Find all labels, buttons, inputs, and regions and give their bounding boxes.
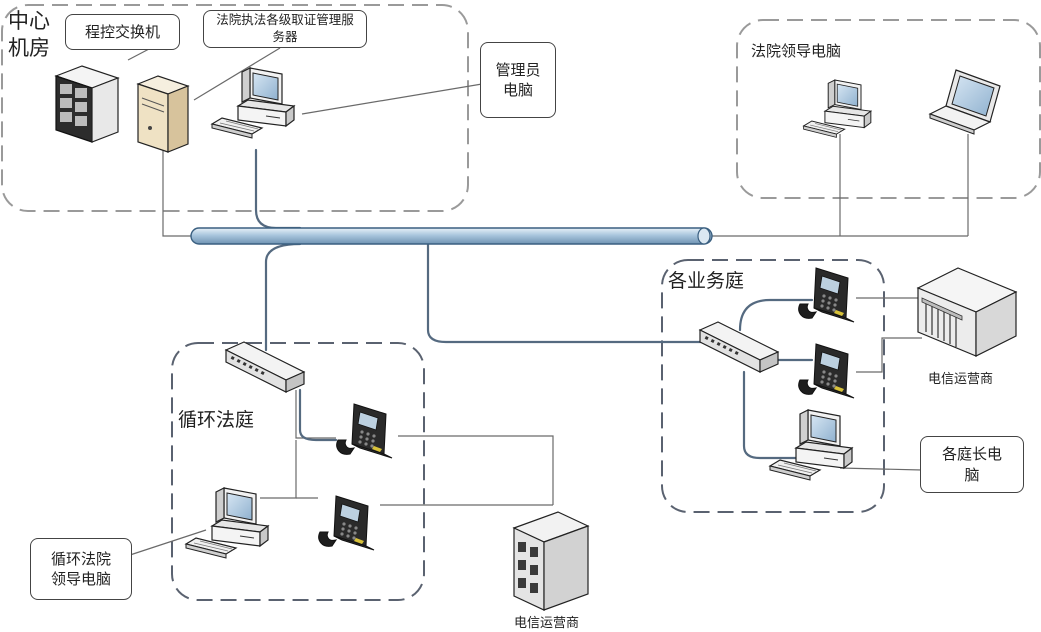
zone-circuit-court-border — [171, 342, 425, 601]
courts-ip-phone-1-icon — [798, 267, 855, 323]
zone-center-room-border — [1, 4, 469, 212]
zone-title-center-room: 中心 机房 — [8, 9, 50, 60]
courts-ip-phone-2-icon — [798, 343, 855, 399]
tower-server-icon — [136, 75, 190, 153]
admin-pc-desktop-icon — [211, 67, 295, 139]
leader-desktop-icon — [803, 79, 872, 138]
thick-links — [254, 148, 814, 460]
zone-title-leader-pc: 法院领导电脑 — [751, 42, 842, 60]
carrier-building-right-icon — [916, 267, 1018, 357]
thin-links — [127, 37, 969, 556]
callout-pbx: 程控交换机 — [65, 14, 180, 50]
backbone-bus — [190, 227, 713, 245]
pbx-rack-server-icon — [54, 65, 120, 143]
label-carrier-bottom: 电信运营商 — [514, 616, 580, 631]
callout-circuit-leader-pc: 循环法院 领导电脑 — [30, 538, 132, 600]
zone-title-courts: 各业务庭 — [668, 270, 745, 292]
circuit-ip-phone-1-icon — [336, 403, 393, 459]
circuit-ip-phone-2-icon — [318, 495, 375, 551]
leader-laptop-icon — [928, 69, 1001, 135]
callout-admin-pc: 管理员 电脑 — [480, 42, 556, 118]
zone-leader-pc-border — [736, 19, 1041, 199]
label-carrier-right: 电信运营商 — [928, 372, 994, 387]
callout-chief-judge-pc: 各庭长电 脑 — [920, 436, 1024, 493]
zone-courts-border — [661, 259, 885, 513]
zone-title-circuit-court: 循环法庭 — [178, 409, 255, 431]
callout-evidence-server: 法院执法各级取证管理服务器 — [203, 10, 367, 48]
carrier-building-bottom-icon — [512, 511, 590, 611]
circuit-leader-pc-icon — [185, 487, 269, 559]
chief-judge-pc-icon — [769, 409, 853, 481]
